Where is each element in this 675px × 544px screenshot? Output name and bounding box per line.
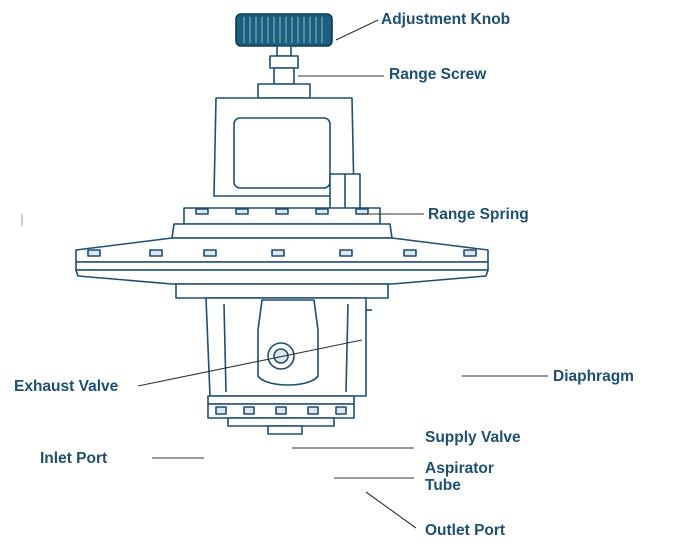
label-outlet-port: Outlet Port (425, 522, 506, 539)
leader-adjustment-knob (335, 19, 379, 41)
label-range-spring: Range Spring (428, 206, 529, 223)
adjustment-knob-part (235, 13, 333, 47)
lower-body (175, 283, 389, 397)
bottom-cap (207, 395, 355, 435)
label-inlet-port: Inlet Port (40, 450, 108, 467)
range-spring-flange (171, 207, 393, 239)
label-aspirator-line1: Aspirator (425, 460, 494, 477)
label-exhaust-valve: Exhaust Valve (14, 378, 119, 395)
bonnet-housing (213, 97, 361, 213)
label-aspirator-tube: Aspirator Tube (425, 460, 515, 494)
label-aspirator-line2: Tube (425, 477, 461, 494)
diaphragm-flange (75, 237, 489, 285)
leader-outlet-port (365, 491, 417, 529)
label-adjustment-knob: Adjustment Knob (381, 11, 511, 28)
label-supply-valve: Supply Valve (425, 429, 521, 446)
label-diaphragm: Diaphragm (553, 368, 634, 385)
range-screw-part (257, 45, 311, 99)
label-range-screw: Range Screw (389, 66, 487, 83)
leader-exhaust-valve (137, 339, 363, 387)
